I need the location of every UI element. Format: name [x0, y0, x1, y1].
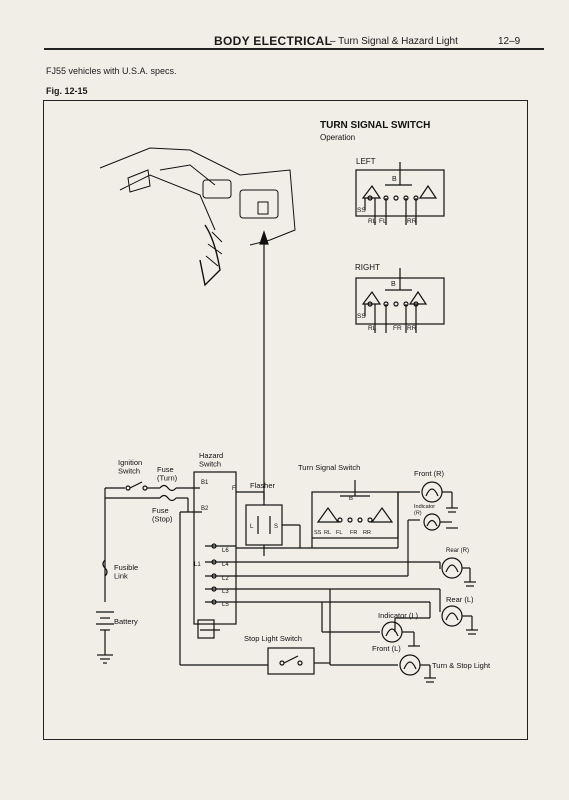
rear-l-label: Rear (L)	[446, 595, 474, 604]
figure-frame	[43, 100, 528, 740]
left-rr: RR	[407, 218, 417, 225]
fuse-stop-label: Fuse(Stop)	[152, 506, 173, 524]
right-rr: RR	[407, 325, 417, 332]
tss-fl: FL	[336, 530, 342, 536]
left-ss: SS	[357, 207, 366, 214]
b2-label: B2	[201, 506, 209, 512]
stop-light-switch-label: Stop Light Switch	[244, 634, 302, 643]
right-switch-box	[355, 268, 445, 333]
l3-label: L3	[222, 589, 229, 595]
lamp-front-l	[399, 654, 436, 683]
turn-signal-switch-label: Turn Signal Switch	[298, 463, 360, 472]
front-l-label: Front (L)	[372, 644, 401, 653]
right-rl: RL	[368, 325, 377, 332]
right-label: RIGHT	[355, 263, 380, 272]
flasher-s-label: S	[274, 524, 278, 530]
tss-ss: SS	[314, 530, 322, 536]
lamp-front-r	[421, 481, 458, 513]
right-b: B	[391, 281, 396, 288]
left-switch-box	[355, 162, 445, 225]
right-fr: FR	[393, 325, 402, 332]
battery-label: Battery	[114, 617, 138, 626]
rear-r-label: Rear (R)	[446, 548, 469, 554]
tss-rr: RR	[363, 530, 371, 536]
right-ss: SS	[357, 313, 366, 320]
l2-label: L2	[222, 576, 229, 582]
left-fl: FL	[379, 218, 387, 225]
f-label: F	[232, 486, 236, 492]
tss-rl: RL	[324, 530, 331, 536]
fuse-turn-label: Fuse(Turn)	[157, 465, 178, 483]
panel-title: TURN SIGNAL SWITCH	[320, 120, 430, 131]
front-r-label: Front (R)	[414, 469, 445, 478]
lamp-rear-l	[441, 605, 478, 635]
l1-label: L1	[194, 562, 201, 568]
spec-note: FJ55 vehicles with U.S.A. specs.	[46, 66, 177, 76]
l4-label: L4	[222, 562, 229, 568]
figure-label: Fig. 12-15	[46, 86, 88, 96]
dash-illustration	[99, 147, 296, 287]
left-rl: RL	[368, 218, 377, 225]
l5-label: L5	[222, 602, 229, 608]
section-topic: – Turn Signal & Hazard Light	[330, 36, 458, 47]
l6-label: L6	[222, 548, 229, 554]
lamp-indicator-l	[381, 621, 420, 647]
page-number: 12–9	[498, 36, 521, 47]
tss-b: B	[349, 496, 353, 502]
section-title: BODY ELECTRICAL	[214, 34, 333, 48]
indicator-l-label: Indicator (L)	[378, 611, 419, 620]
flasher-l-label: L	[250, 524, 254, 530]
lamp-indicator-r	[423, 513, 458, 531]
header-rule	[44, 48, 544, 50]
lamp-rear-r	[441, 557, 476, 587]
left-b: B	[392, 176, 397, 183]
tss-fr: FR	[350, 530, 357, 536]
turn-stop-label: Turn & Stop Light	[432, 661, 491, 670]
left-label: LEFT	[356, 157, 376, 166]
indicator-r-label: Indicator(R)	[414, 504, 435, 516]
panel-subtitle: Operation	[320, 133, 355, 142]
b1-label: B1	[201, 480, 209, 486]
flasher-label: Flasher	[250, 481, 276, 490]
